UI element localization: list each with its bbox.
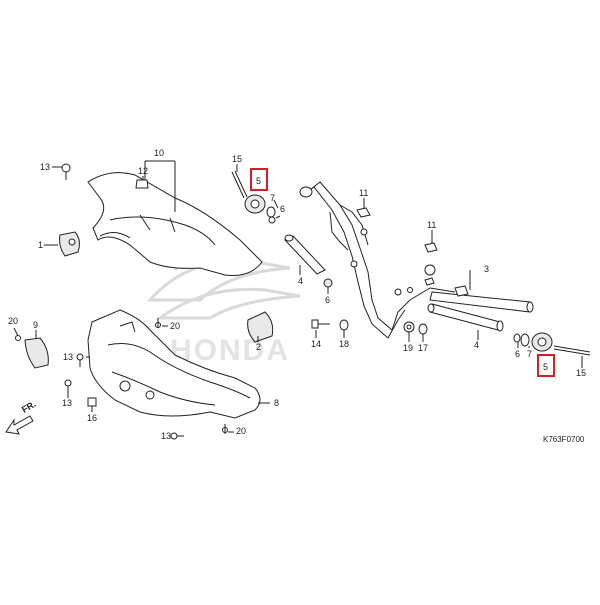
collar-6-upper <box>268 216 276 224</box>
leader-lines <box>13 160 583 433</box>
callout-20-bottom: 20 <box>236 426 246 436</box>
front-direction-label: FR. <box>20 399 38 415</box>
callout-18: 18 <box>339 339 349 349</box>
collar-6-right <box>513 333 521 343</box>
clip-12 <box>135 179 149 189</box>
callout-11-lower: 11 <box>427 220 436 230</box>
callout-20-mid: 20 <box>170 321 180 331</box>
callout-7-right: 7 <box>527 349 532 359</box>
nut-6-left <box>323 278 333 288</box>
callout-16: 16 <box>87 413 97 423</box>
weight-5-upper <box>244 194 266 214</box>
front-direction-arrow: FR. <box>5 399 38 435</box>
bolt-14 <box>311 319 330 329</box>
callout-6-upper: 6 <box>280 204 285 214</box>
highlight-box-5-upper <box>250 168 268 191</box>
mount-2 <box>247 311 274 343</box>
handle-grip-3 <box>429 285 534 313</box>
screw-20-mid <box>155 318 161 328</box>
callout-13-top: 13 <box>40 162 50 172</box>
callout-labels: 1 2 3 4 4 5 5 6 6 6 7 7 8 9 10 11 11 12 … <box>8 148 586 441</box>
bolt-15-right <box>553 345 591 356</box>
bolt-15-upper <box>231 170 248 199</box>
clip-16 <box>87 397 97 407</box>
callout-2: 2 <box>256 342 261 352</box>
pipe-4-left <box>284 234 326 275</box>
callout-4-left: 4 <box>298 276 303 286</box>
callout-10: 10 <box>154 148 164 158</box>
weight-5-right <box>531 332 553 352</box>
button-part-1 <box>59 231 80 257</box>
callout-7-upper: 7 <box>270 193 275 203</box>
callout-11-upper: 11 <box>359 188 368 198</box>
bracket-9 <box>24 337 49 369</box>
callout-15-upper: 15 <box>232 154 242 164</box>
nut-11-upper <box>356 207 371 218</box>
diagram-code: K763F0700 <box>543 435 585 444</box>
callout-4-right: 4 <box>474 340 479 350</box>
screw-13-lower-left <box>76 353 84 367</box>
callout-13-left: 13 <box>63 352 73 362</box>
collar-17 <box>418 323 428 335</box>
grommet-19 <box>403 321 415 333</box>
callout-3: 3 <box>484 264 489 274</box>
callout-13-bottom: 13 <box>161 431 171 441</box>
callout-13-lower: 13 <box>62 398 72 408</box>
callout-5-right: 5 <box>543 362 548 372</box>
callout-8: 8 <box>274 398 279 408</box>
pipe-4-right <box>427 303 504 332</box>
callout-15-right: 15 <box>576 368 586 378</box>
screw-13-top <box>61 163 71 180</box>
callout-1: 1 <box>38 240 43 250</box>
callout-19: 19 <box>403 343 413 353</box>
screw-20-bottom <box>222 424 228 434</box>
callout-20-left: 20 <box>8 316 18 326</box>
washer-18 <box>339 319 349 331</box>
highlight-box-5-right <box>537 354 555 377</box>
screw-13-lower <box>64 379 72 393</box>
nut-11-lower <box>424 242 438 253</box>
handle-cover-lower <box>87 309 261 419</box>
callout-6-right: 6 <box>515 349 520 359</box>
callout-9: 9 <box>33 320 38 330</box>
washer-7-upper <box>266 206 276 218</box>
callout-5-upper: 5 <box>256 176 261 186</box>
callout-17: 17 <box>418 343 428 353</box>
handlebar-frame <box>299 181 456 339</box>
washer-7-right <box>520 333 530 347</box>
callout-12: 12 <box>138 166 148 176</box>
callout-14: 14 <box>311 339 321 349</box>
screw-20-left <box>15 335 21 341</box>
callout-6-left: 6 <box>325 295 330 305</box>
screw-13-bottom <box>170 432 184 440</box>
